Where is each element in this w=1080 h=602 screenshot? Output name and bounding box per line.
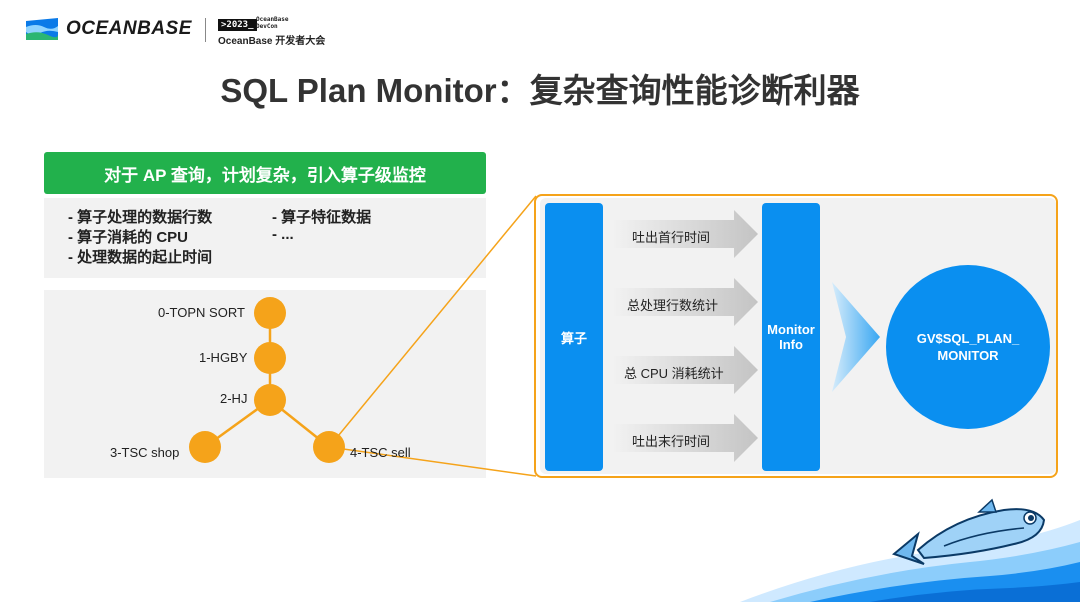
metric-label: 总处理行数统计 xyxy=(627,298,719,313)
plan-node-0 xyxy=(254,297,286,329)
wave-decoration xyxy=(740,520,1080,602)
operator-box: 算子 xyxy=(545,203,603,471)
metric-label: 吐出末行时间 xyxy=(632,434,711,449)
chevron-arrow-icon xyxy=(832,282,880,392)
event-name: OceanBase 开发者大会 xyxy=(218,36,326,47)
metric-label: 总 CPU 消耗统计 xyxy=(624,366,724,381)
metric-arrows xyxy=(612,210,758,462)
plan-node-label: 1-HGBY xyxy=(199,350,248,365)
brand-name: OCEANBASE xyxy=(66,18,192,39)
intro-banner: 对于 AP 查询，计划复杂，引入算子级监控 xyxy=(44,152,486,194)
event-small-text: OceanBase DevCon xyxy=(256,16,289,30)
event-small-line-2: DevCon xyxy=(256,22,278,30)
plan-node-label: 2-HJ xyxy=(220,391,248,406)
plan-node-label: 0-TOPN SORT xyxy=(158,305,245,320)
header-divider xyxy=(205,18,206,42)
plan-node-label: 3-TSC shop xyxy=(110,445,180,460)
plan-node-1 xyxy=(254,342,286,374)
plan-node-4 xyxy=(313,431,345,463)
metric-label: 吐出首行时间 xyxy=(632,230,711,245)
plan-node-2 xyxy=(254,384,286,416)
sql-plan-monitor-view: GV$SQL_PLAN_ MONITOR xyxy=(886,265,1050,429)
fish-mascot-icon xyxy=(891,498,1046,565)
feature-item: - 算子消耗的 CPU xyxy=(68,229,189,246)
feature-item: - 算子特征数据 xyxy=(272,209,372,226)
monitor-info-box: Monitor Info xyxy=(762,203,820,471)
feature-item: - ... xyxy=(272,226,294,243)
oceanbase-logo-icon xyxy=(26,18,58,40)
feature-item: - 处理数据的起止时间 xyxy=(68,249,213,266)
feature-item: - 算子处理的数据行数 xyxy=(68,209,213,226)
plan-node-3 xyxy=(189,431,221,463)
page-title: SQL Plan Monitor：复杂查询性能诊断利器 xyxy=(220,72,860,109)
plan-node-label: 4-TSC sell xyxy=(350,445,411,460)
event-year-badge: >2023_ xyxy=(218,19,257,31)
event-small-line-1: OceanBase xyxy=(256,16,289,23)
